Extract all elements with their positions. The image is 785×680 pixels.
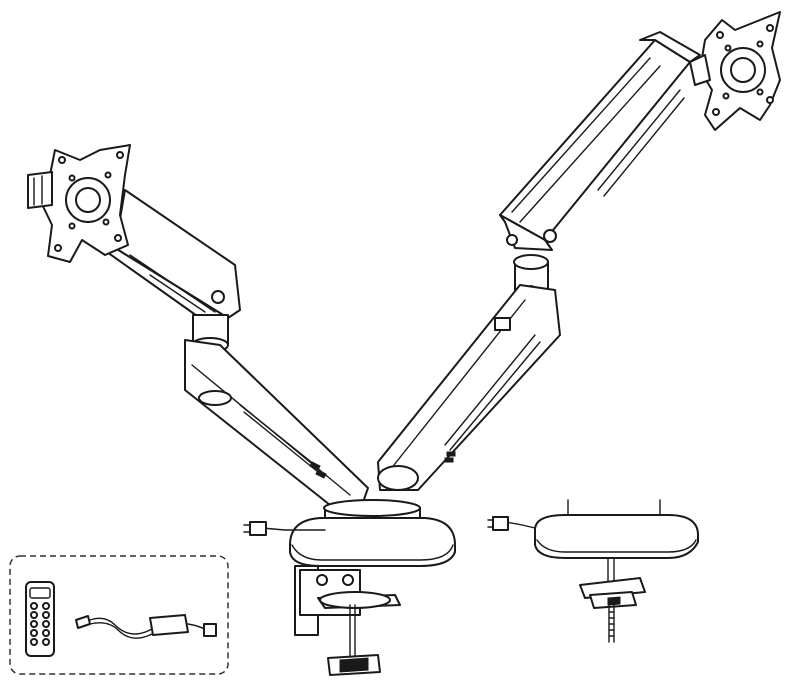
right-vesa-plate-icon <box>689 11 781 131</box>
accessory-box <box>9 555 229 675</box>
grommet-mount-icon <box>487 499 699 643</box>
usb-cable-icon <box>75 614 217 639</box>
left-arm-icon <box>89 189 369 506</box>
desk-clamp-icon <box>294 565 401 676</box>
center-pole-base-icon <box>243 499 456 567</box>
right-arm-icon <box>377 31 701 491</box>
left-vesa-plate-icon <box>27 144 131 263</box>
remote-control-icon <box>25 581 55 657</box>
